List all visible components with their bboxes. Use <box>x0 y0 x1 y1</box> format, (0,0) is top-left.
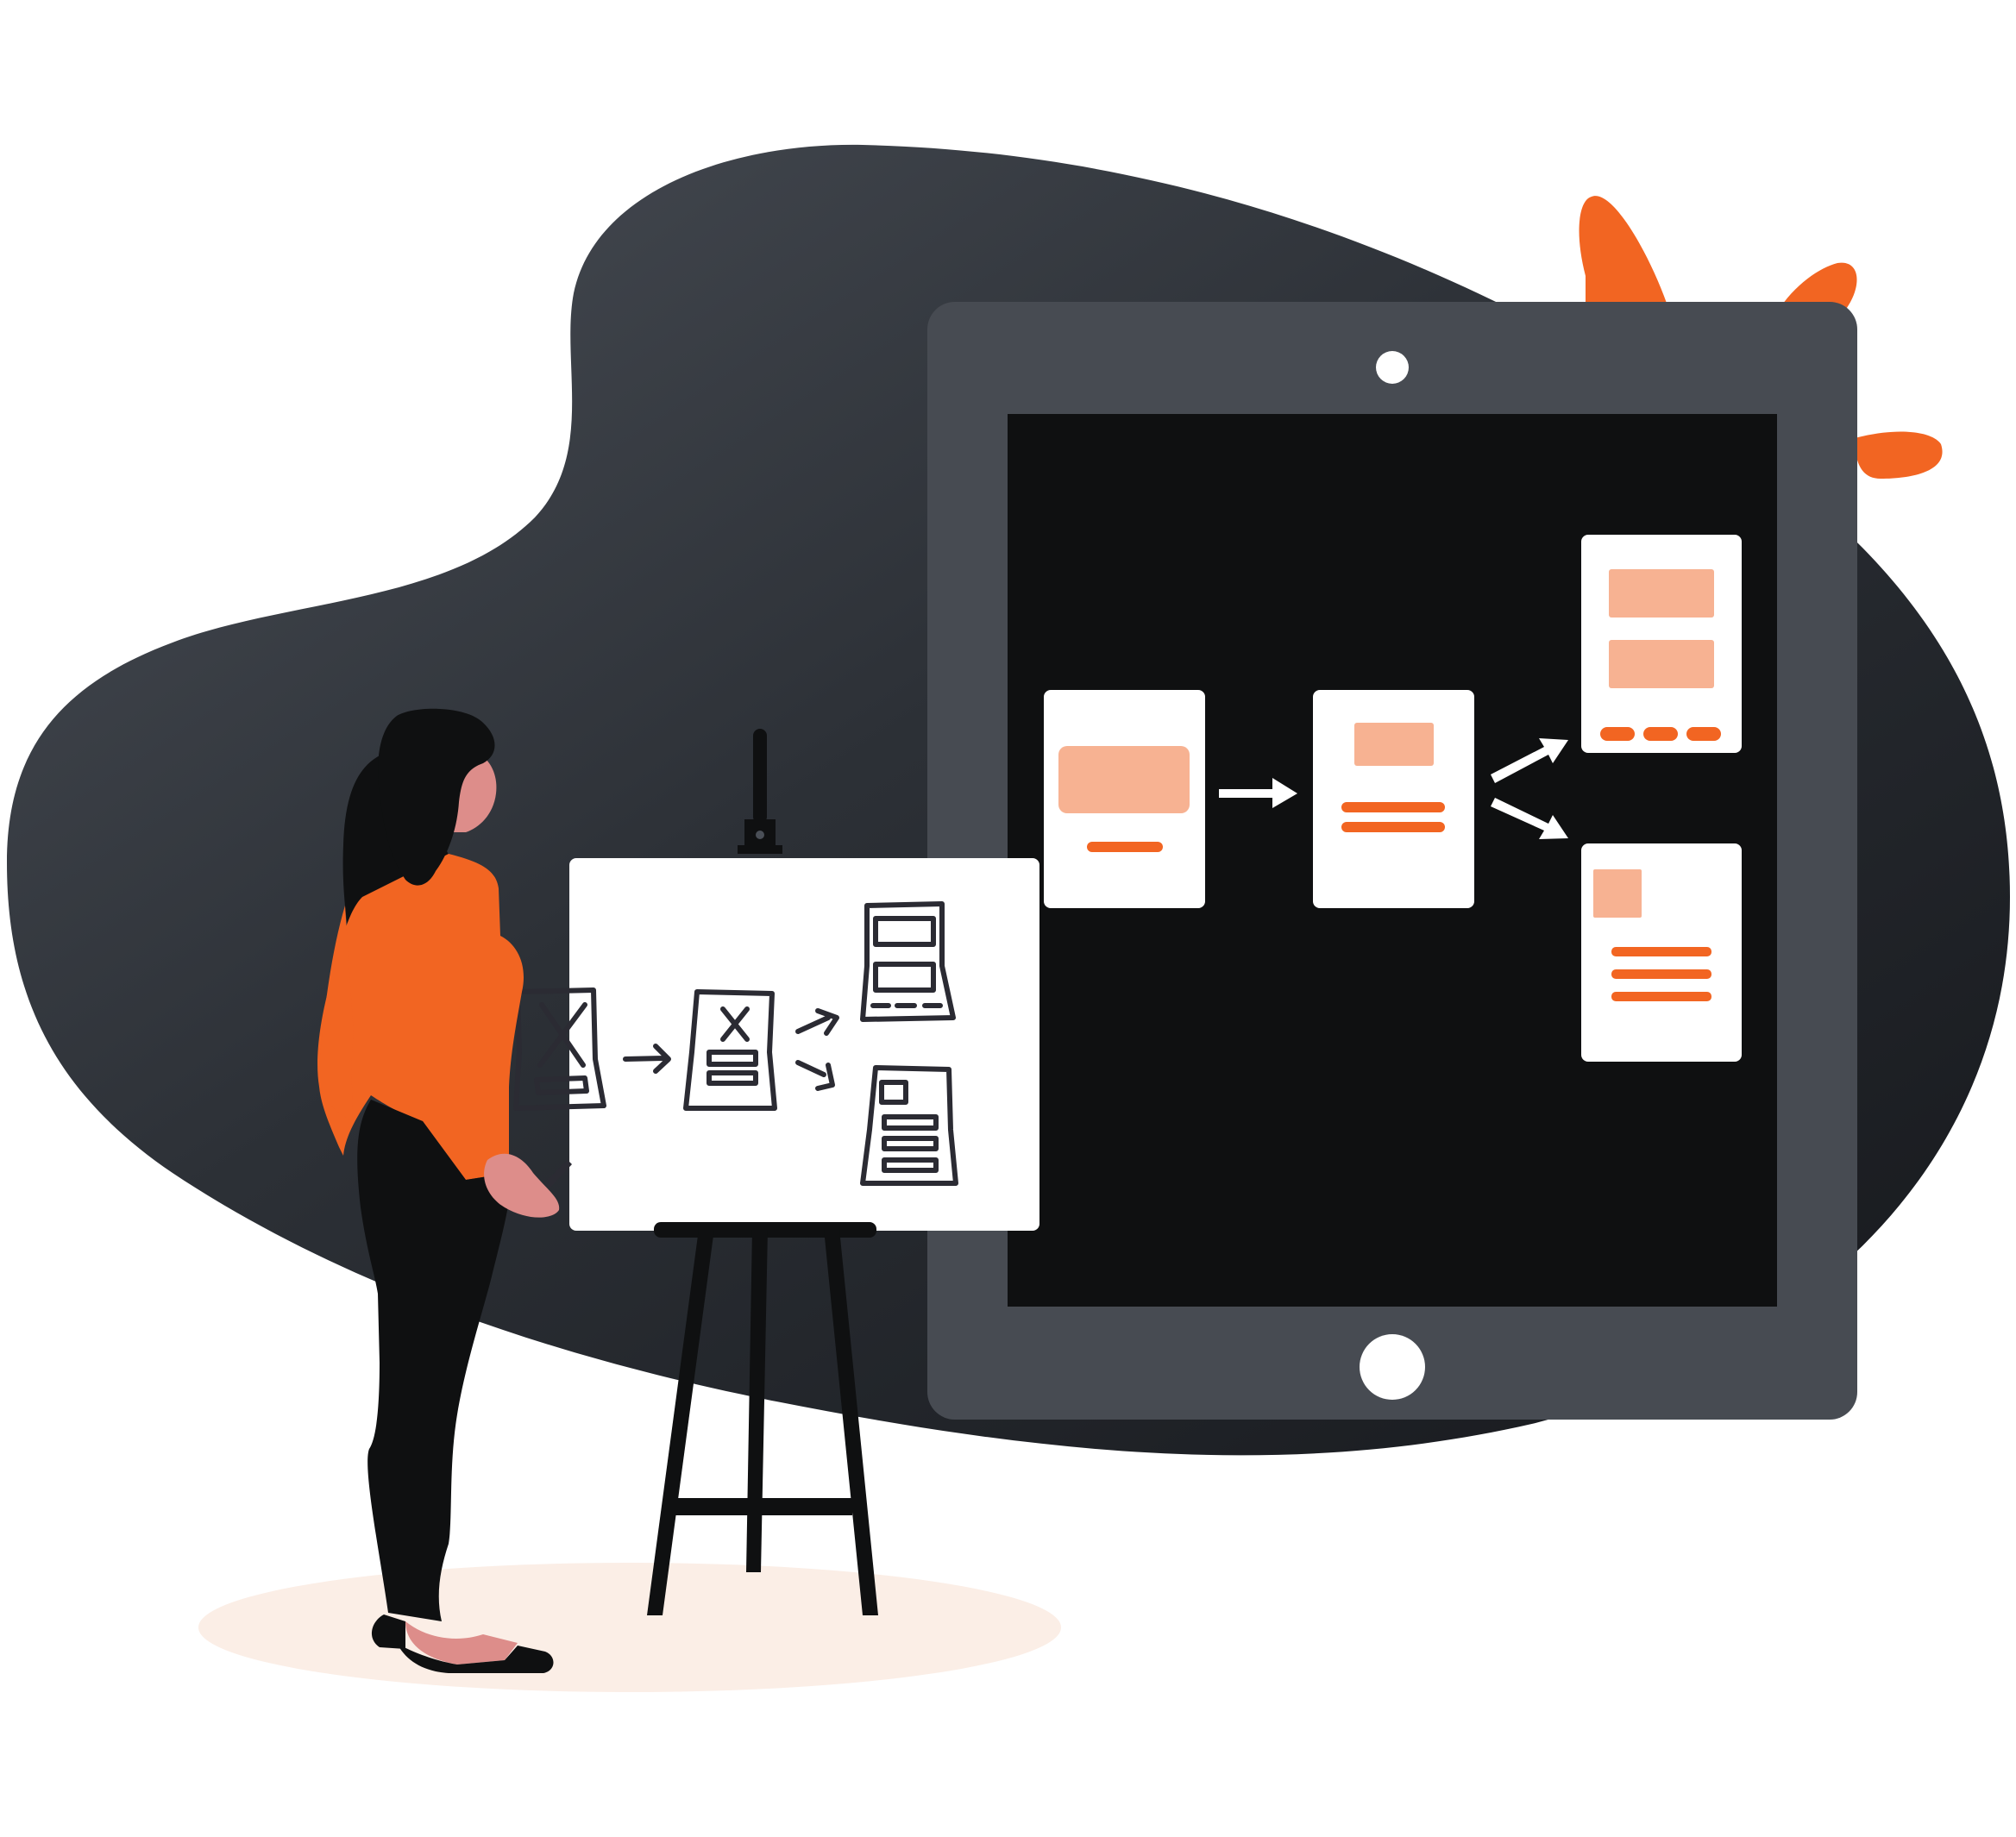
screen-card-detail <box>1313 690 1474 908</box>
screen-card-main <box>1044 690 1205 908</box>
screen-card-list <box>1581 535 1742 753</box>
wireframe-sketch-icon <box>513 901 958 1186</box>
floor-shadow <box>198 1563 1061 1692</box>
easel-icon <box>569 729 1039 1615</box>
screen-arrow-2 <box>1491 738 1568 839</box>
screen-arrow-1 <box>1219 778 1297 808</box>
person-illustration <box>317 708 572 1673</box>
screen-card-article <box>1581 843 1742 1062</box>
